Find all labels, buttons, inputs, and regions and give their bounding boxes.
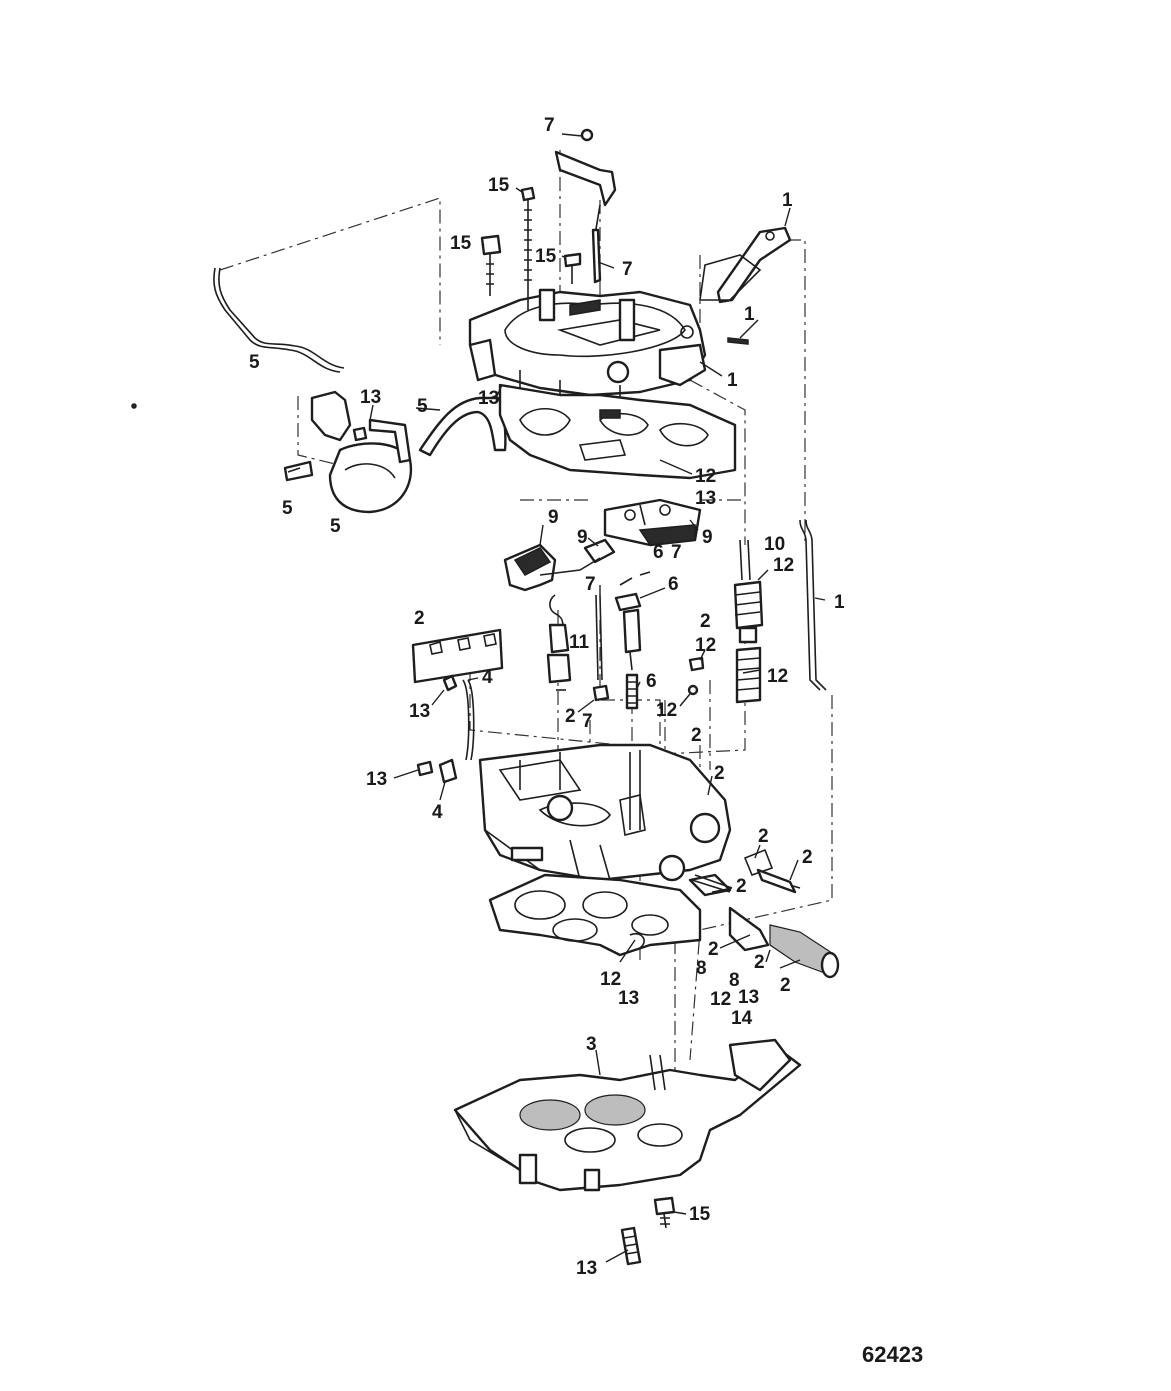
main-body-part-2 bbox=[478, 743, 732, 882]
callout-2: 2 bbox=[714, 763, 725, 784]
bowl-gasket-part-2 bbox=[411, 628, 504, 684]
callout-2: 2 bbox=[708, 939, 719, 960]
callout-13: 13 bbox=[738, 987, 759, 1008]
callout-14: 14 bbox=[731, 1008, 753, 1029]
power-piston-part-11 bbox=[546, 594, 572, 691]
callout-7: 7 bbox=[585, 574, 596, 595]
callout-1: 1 bbox=[744, 304, 755, 325]
callout-15: 15 bbox=[488, 175, 510, 196]
callout-9: 9 bbox=[577, 527, 588, 548]
callout-7: 7 bbox=[544, 115, 555, 136]
vacuum-hose-part-5 bbox=[418, 396, 507, 457]
choke-lever-part-7 bbox=[554, 128, 617, 284]
callout-11: 11 bbox=[569, 632, 590, 653]
callout-9: 9 bbox=[548, 507, 559, 528]
callout-13: 13 bbox=[576, 1258, 597, 1279]
callout-13: 13 bbox=[366, 769, 387, 790]
callout-labels: 7 15 1 15 15 7 1 5 1 13 13 5 12 13 5 5 9… bbox=[249, 115, 845, 1279]
callout-5: 5 bbox=[417, 396, 428, 417]
callout-15: 15 bbox=[450, 233, 472, 254]
pump-rod-part-1 bbox=[799, 519, 827, 691]
callout-1: 1 bbox=[727, 370, 738, 391]
callout-12: 12 bbox=[695, 466, 716, 487]
leader-lines bbox=[369, 133, 826, 1263]
callout-5: 5 bbox=[282, 498, 293, 519]
callout-1: 1 bbox=[782, 190, 793, 211]
callout-12: 12 bbox=[695, 635, 716, 656]
callout-2: 2 bbox=[565, 706, 576, 727]
float-part-9 bbox=[503, 538, 616, 592]
pump-link-part-4 bbox=[416, 674, 475, 784]
callout-2: 2 bbox=[414, 608, 425, 629]
callout-4: 4 bbox=[482, 667, 493, 688]
callout-8: 8 bbox=[696, 958, 707, 979]
callout-2: 2 bbox=[700, 611, 711, 632]
callout-4: 4 bbox=[432, 802, 443, 823]
callout-13: 13 bbox=[618, 988, 639, 1009]
callout-13: 13 bbox=[409, 701, 430, 722]
callout-15: 15 bbox=[535, 246, 557, 267]
callout-6: 6 bbox=[646, 671, 657, 692]
screws-part-15 bbox=[480, 186, 582, 310]
callout-3: 3 bbox=[586, 1034, 597, 1055]
float-bowl-insert-part-9 bbox=[603, 498, 702, 547]
callout-8: 8 bbox=[729, 970, 740, 991]
callout-2: 2 bbox=[802, 847, 813, 868]
callout-12: 12 bbox=[767, 666, 788, 687]
air-horn-gasket-part-12 bbox=[498, 383, 737, 480]
callout-5: 5 bbox=[249, 352, 260, 373]
throttle-body-part-3 bbox=[453, 1038, 802, 1192]
choke-lever-part-1 bbox=[699, 226, 792, 345]
callout-2: 2 bbox=[754, 952, 765, 973]
callout-13: 13 bbox=[478, 388, 499, 409]
callout-9: 9 bbox=[702, 527, 713, 548]
figure-number: 62423 bbox=[862, 1342, 923, 1367]
callout-2: 2 bbox=[736, 876, 747, 897]
callout-7: 7 bbox=[582, 711, 593, 732]
small-parts-12 bbox=[592, 656, 705, 702]
choke-rod-part-5 bbox=[213, 267, 345, 373]
callout-2: 2 bbox=[691, 725, 702, 746]
callout-13: 13 bbox=[695, 488, 716, 509]
throttle-body-gasket-part-12 bbox=[488, 873, 702, 957]
callout-12: 12 bbox=[773, 555, 794, 576]
callout-6: 6 bbox=[668, 574, 679, 595]
callout-2: 2 bbox=[758, 826, 769, 847]
metering-parts-6-7 bbox=[595, 571, 651, 710]
callout-6: 6 bbox=[653, 542, 664, 563]
vacuum-break-part-5 bbox=[283, 390, 413, 514]
callout-7: 7 bbox=[671, 542, 682, 563]
callout-12: 12 bbox=[656, 700, 677, 721]
callout-15: 15 bbox=[689, 1204, 711, 1225]
callout-12: 12 bbox=[600, 969, 621, 990]
speck-mark bbox=[131, 403, 137, 409]
idle-needle-part-13 bbox=[620, 1226, 642, 1266]
callout-10: 10 bbox=[764, 534, 785, 555]
callout-5: 5 bbox=[330, 516, 341, 537]
callout-7: 7 bbox=[622, 259, 633, 280]
pump-plunger-part-10 bbox=[733, 539, 764, 704]
throttle-body-screw-part-15 bbox=[653, 1196, 676, 1229]
callout-2: 2 bbox=[780, 975, 791, 996]
callout-1: 1 bbox=[834, 592, 845, 613]
air-horn-assembly bbox=[468, 288, 707, 400]
callout-12: 12 bbox=[710, 989, 731, 1010]
callout-13: 13 bbox=[360, 387, 381, 408]
